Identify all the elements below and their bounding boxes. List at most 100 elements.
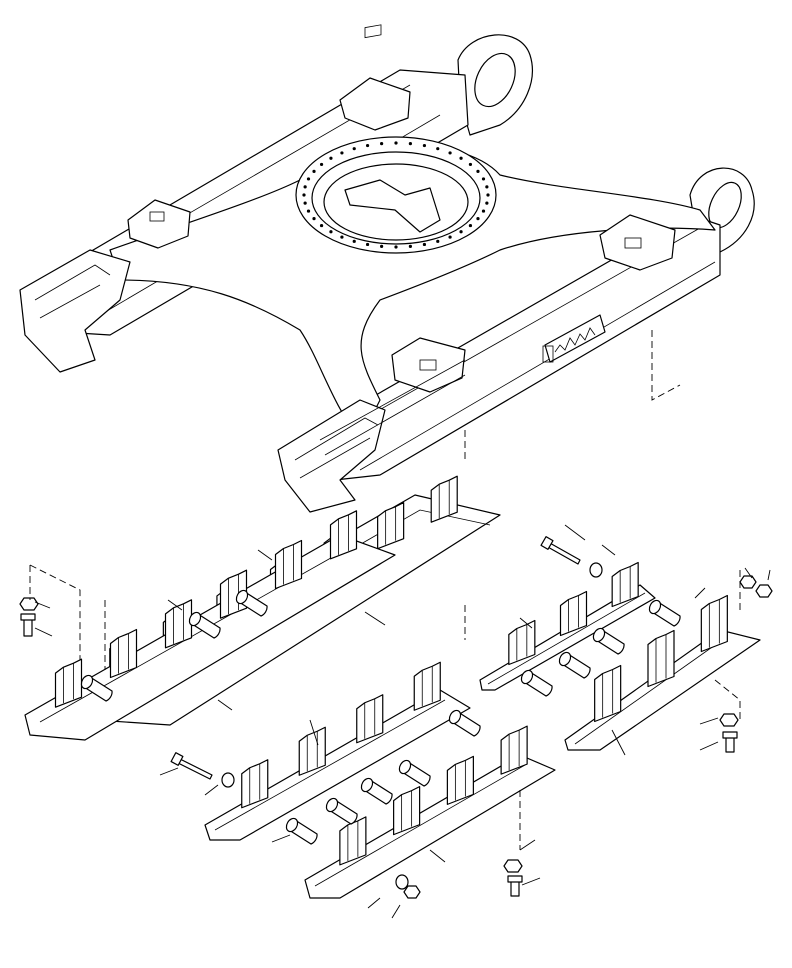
guard-bracket	[164, 599, 193, 649]
guard-bracket	[329, 510, 358, 560]
leader-line	[519, 617, 533, 629]
bolt-hole	[312, 217, 316, 221]
bolt-hole	[394, 141, 398, 145]
swing-circle-bolt-holes	[302, 141, 490, 249]
leader-line	[34, 627, 53, 637]
leader-line	[217, 699, 233, 711]
guard-bracket-edge	[708, 599, 720, 648]
leader-line	[521, 877, 541, 886]
bolt-hole	[329, 230, 333, 234]
spacer-tube-end	[592, 627, 606, 643]
guard-bracket-edge	[655, 634, 667, 683]
guard-bracket-edge	[173, 603, 184, 644]
track-adjuster-window	[544, 314, 606, 363]
bolt-hole	[459, 230, 463, 234]
bolt-hole	[319, 223, 324, 228]
guard-bracket-edge	[364, 698, 376, 739]
short-bolt	[722, 731, 738, 753]
short-bolt	[507, 875, 523, 897]
bolt-hole	[352, 239, 356, 243]
bolt-hole	[306, 177, 311, 181]
front-idler-yoke-right	[277, 399, 386, 513]
spacer-tube-end	[398, 759, 412, 775]
guard-bracket-edge	[306, 731, 318, 772]
track-frame	[19, 24, 755, 513]
bolt-hole	[408, 244, 412, 248]
spacer-tube-end	[558, 651, 572, 667]
guard-bracket-edge	[516, 624, 528, 661]
bolt-hole	[303, 185, 307, 189]
bolt-hole	[448, 235, 452, 239]
guard-bracket-edge	[283, 544, 294, 585]
bolt-hole	[352, 147, 356, 151]
frame-bracket	[391, 337, 466, 393]
guard-bracket-edge	[347, 820, 359, 861]
bolt-hole	[380, 142, 384, 146]
guard-bracket	[647, 629, 675, 688]
leader-line	[767, 569, 771, 581]
spacer-tube-end	[235, 589, 249, 605]
guard-bracket	[430, 475, 458, 523]
spacer-tube-end	[285, 817, 299, 833]
guard-bracket-edge	[228, 574, 239, 615]
guard-bracket-edge	[508, 730, 520, 771]
leader-line	[159, 767, 179, 776]
frame-bracket	[127, 199, 191, 249]
leader-line	[391, 904, 401, 919]
rear-idler-lug	[457, 34, 533, 136]
guard-bracket-edge	[63, 663, 74, 704]
leader-line	[694, 587, 706, 599]
guard-bracket-edge	[118, 633, 129, 674]
nut	[19, 575, 773, 899]
bolt-hole	[436, 147, 440, 151]
bolt-hole	[340, 151, 344, 155]
spacer-tube-end	[80, 674, 94, 690]
leader-line	[519, 839, 536, 851]
spacer-tube-end	[648, 599, 662, 615]
guard-bracket-edge	[385, 506, 397, 545]
guard-bracket-edge	[421, 666, 433, 707]
bolt-hole	[481, 209, 486, 213]
bolt-hole	[422, 143, 427, 148]
bolt-hole	[448, 151, 452, 155]
leader-line	[699, 741, 719, 751]
leader-line	[429, 849, 446, 863]
bolt-hole	[459, 156, 463, 160]
guard-bracket-edge	[454, 760, 466, 801]
right-track-guard-upper	[479, 561, 656, 691]
leader-line	[167, 599, 183, 611]
leader-line	[309, 719, 319, 746]
bolt-hole	[408, 142, 412, 146]
guard-bracket-edge	[619, 566, 631, 603]
guard-bracket-edge	[438, 480, 450, 519]
guard-bracket-edge	[568, 595, 579, 632]
bolt-hole	[476, 217, 480, 221]
bolt-hole	[303, 201, 307, 205]
leader-line	[367, 897, 381, 909]
bolt-hole	[312, 169, 316, 173]
guard-bracket-edge	[401, 790, 413, 831]
phantom-lines	[29, 564, 741, 850]
bolt-hole	[329, 156, 333, 160]
bolt-hole	[476, 169, 480, 173]
long-bolt	[170, 752, 213, 780]
spacer-tubes	[80, 589, 681, 845]
leader-line	[744, 567, 753, 579]
bolt-hole	[306, 209, 311, 213]
long-bolt	[540, 536, 581, 565]
right-track-guard-lower	[564, 594, 761, 751]
center-track-guard-upper	[204, 661, 471, 841]
bolt-hole	[365, 143, 370, 148]
bolt-hole	[394, 245, 398, 249]
spacer-tube-end	[188, 611, 202, 627]
washer	[221, 562, 603, 890]
bolt-hole	[468, 223, 473, 228]
spacer-tube-end	[360, 777, 374, 793]
leader-line	[601, 544, 616, 556]
leader-line	[699, 717, 719, 725]
bolt-hole	[485, 185, 489, 189]
leader-line	[257, 549, 273, 561]
short-bolt	[20, 613, 36, 637]
frame-bracket	[599, 214, 676, 271]
